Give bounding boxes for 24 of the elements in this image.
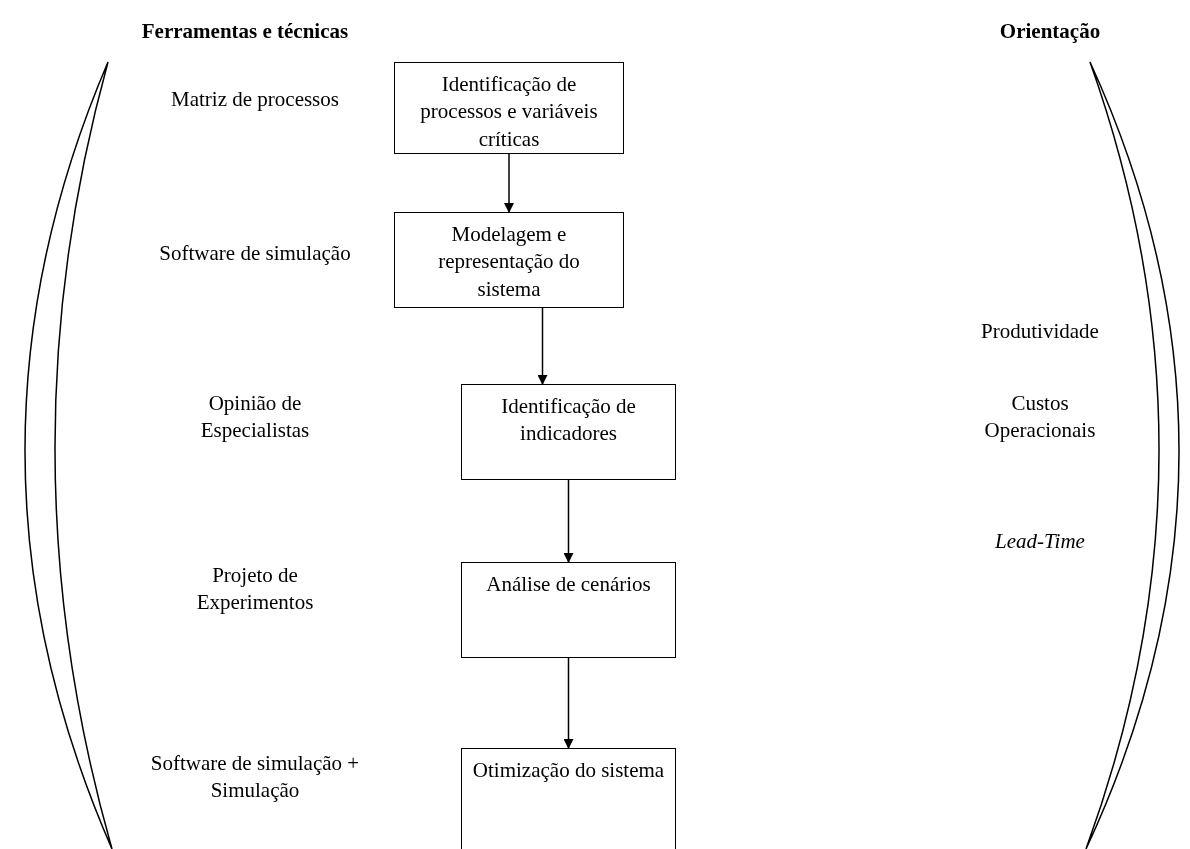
side-label: Matriz de processos [170, 86, 340, 113]
column-heading: Ferramentas e técnicas [140, 18, 350, 45]
process-text: Identificação de indicadores [500, 393, 637, 448]
side-label: Produtividade [980, 318, 1100, 345]
process-box [461, 562, 676, 658]
process-text: Identificação de processos e variáveis críticas [419, 71, 599, 153]
process-box [461, 748, 676, 849]
process-text: Análise de cenários [486, 571, 651, 598]
arrow [563, 479, 574, 563]
side-label: Custos Operacionais [983, 390, 1097, 445]
arrow [563, 657, 574, 749]
side-label: Projeto de Experimentos [195, 562, 315, 617]
process-box [394, 212, 624, 308]
process-text: Modelagem e representação do sistema [437, 221, 581, 303]
process-text: Otimização do sistema [472, 757, 665, 784]
side-label: Opinião de Especialistas [199, 390, 311, 445]
arrow [537, 307, 548, 385]
side-label: Software de simulação + Simulação [149, 750, 361, 805]
process-box [461, 384, 676, 480]
process-box [394, 62, 624, 154]
side-label: Software de simulação [158, 240, 352, 267]
side-label: Lead-Time [994, 528, 1086, 555]
column-heading: Orientação [998, 18, 1102, 45]
arrow [504, 153, 514, 213]
